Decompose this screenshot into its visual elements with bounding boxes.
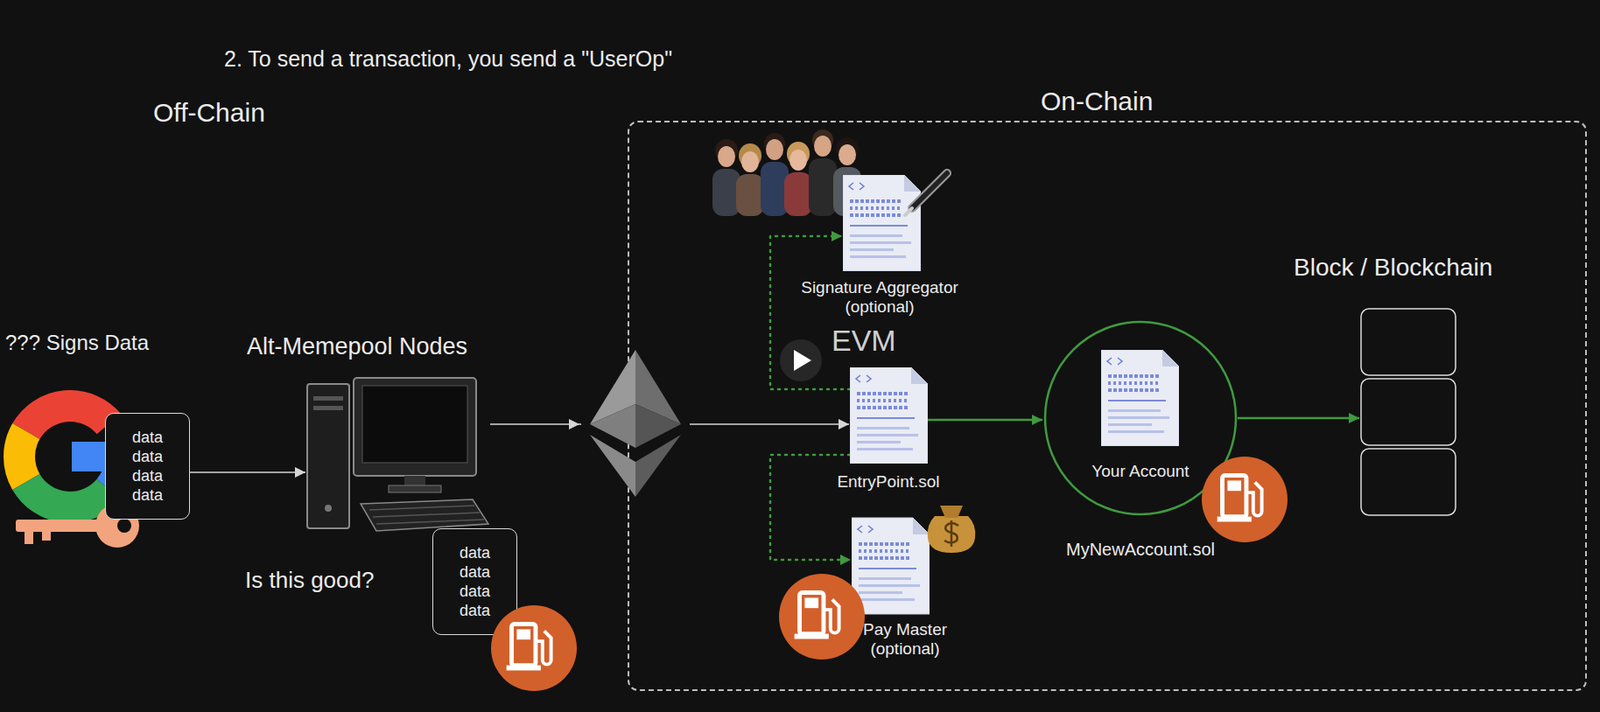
node-caption-holder: MyNewAccount.sol	[1008, 539, 1273, 561]
dotted-connector	[770, 455, 851, 561]
friends-photo	[814, 135, 832, 157]
ethereum-logo	[568, 419, 580, 430]
arrow-connector	[1237, 417, 1360, 421]
key-icon	[42, 530, 51, 541]
doc-icon	[842, 175, 921, 272]
google-logo	[26, 406, 110, 432]
region-label-holder: Off-Chain	[153, 98, 266, 128]
money-bag	[927, 505, 976, 554]
gas-icon	[778, 574, 865, 660]
ethereum-logo	[635, 435, 681, 498]
node-heading: Signature Aggregator (optional)	[778, 278, 981, 317]
contract-doc: Pay Master (optional)	[851, 515, 959, 656]
node-heading-holder: Pay Master (optional)	[852, 620, 958, 660]
doc-icon	[1101, 350, 1179, 447]
friends-photo	[808, 158, 837, 217]
doc-icon	[851, 518, 930, 615]
blocks-icon	[1361, 308, 1456, 516]
doc-icon	[1101, 350, 1179, 447]
key-icon	[117, 519, 132, 534]
ethereum-logo	[635, 350, 681, 425]
data-box: data data data data	[432, 528, 518, 636]
node-heading-holder: EntryPoint.sol	[827, 472, 950, 492]
pen-icon	[912, 173, 948, 209]
computer-icon	[307, 378, 489, 532]
play-button	[793, 350, 812, 372]
step-label: ??? Signs Data	[5, 330, 149, 356]
money-bag	[940, 505, 963, 519]
friends-photo	[838, 144, 857, 166]
data-box: data data data data	[105, 413, 190, 520]
node-caption-holder: Is this good?	[245, 567, 374, 594]
node-heading: On-Chain	[1040, 86, 1153, 117]
step-label-holder: ??? Signs Data	[5, 330, 149, 356]
node-text: data data data data	[459, 543, 491, 621]
node-text: data data data data	[132, 428, 163, 506]
ethereum-logo	[589, 350, 636, 425]
play-button	[779, 339, 822, 382]
gas-icon	[491, 605, 577, 692]
node-heading: Block / Blockchain	[1293, 253, 1493, 282]
blockchain-stack: Block / Blockchain	[1286, 253, 1541, 526]
arrow-connector	[927, 419, 1043, 422]
friends-photo	[741, 151, 759, 173]
ethereum-logo	[635, 404, 681, 449]
node-heading-holder: On-Chain	[1040, 86, 1153, 117]
arrow-connector	[490, 423, 850, 426]
account-circle: Your AccountMyNewAccount.sol	[1043, 320, 1238, 517]
friends-photo	[789, 149, 808, 171]
friends-photo	[784, 172, 813, 217]
play-button	[779, 339, 822, 382]
contract-doc: EntryPoint.sol	[827, 367, 950, 495]
diagram-title: 2. To send a transaction, you send a "Us…	[224, 45, 673, 72]
evm-label: EVM	[831, 325, 897, 356]
friends-photo	[717, 146, 736, 168]
node-heading: Alt-Memepool Nodes	[246, 332, 468, 361]
ethereum-logo	[589, 435, 636, 498]
account-outline	[1045, 322, 1236, 515]
node-caption: MyNewAccount.sol	[1008, 539, 1273, 561]
on-chain-region: On-ChainSignature Aggregator (optional)E…	[627, 120, 1587, 692]
node-heading-holder: Alt-Memepool Nodes	[246, 332, 468, 361]
doc-icon	[842, 175, 921, 272]
computer-icon	[306, 377, 491, 536]
node-heading-holder: Your Account	[1043, 462, 1238, 482]
node-heading-holder: Signature Aggregator (optional)	[778, 278, 981, 317]
friends-photo	[736, 174, 765, 217]
key-icon	[24, 530, 34, 545]
gas-icon	[1201, 456, 1288, 543]
friends-photo	[765, 139, 784, 161]
node-heading-holder: Block / Blockchain	[1293, 253, 1493, 282]
node-heading: EntryPoint.sol	[827, 472, 950, 492]
evm-label-holder: EVM	[831, 325, 897, 356]
pen-icon	[905, 173, 948, 216]
contract-doc: Signature Aggregator (optional)	[778, 175, 981, 307]
blocks-icon	[1360, 308, 1457, 517]
dotted-connector	[770, 236, 850, 390]
ethereum-logo	[581, 414, 690, 435]
friends-photo	[712, 129, 862, 217]
pen-icon	[912, 173, 948, 209]
doc-icon	[851, 515, 930, 618]
key-icon	[15, 519, 104, 533]
google-logo	[26, 482, 110, 508]
node-caption: Is this good?	[245, 567, 374, 594]
doc-icon	[849, 367, 928, 464]
ethereum-logo	[589, 404, 636, 449]
node-heading: Your Account	[1043, 462, 1238, 482]
node-heading: Pay Master (optional)	[852, 620, 958, 660]
money-bag	[927, 516, 976, 554]
money-bag	[944, 520, 959, 548]
region-label: Off-Chain	[153, 98, 266, 128]
arrow-connector	[189, 471, 306, 474]
ethereum-logo	[568, 350, 690, 498]
pen-icon	[905, 208, 913, 216]
diagram-title-holder: 2. To send a transaction, you send a "Us…	[224, 45, 673, 72]
doc-icon	[849, 367, 928, 464]
google-logo	[19, 431, 27, 483]
